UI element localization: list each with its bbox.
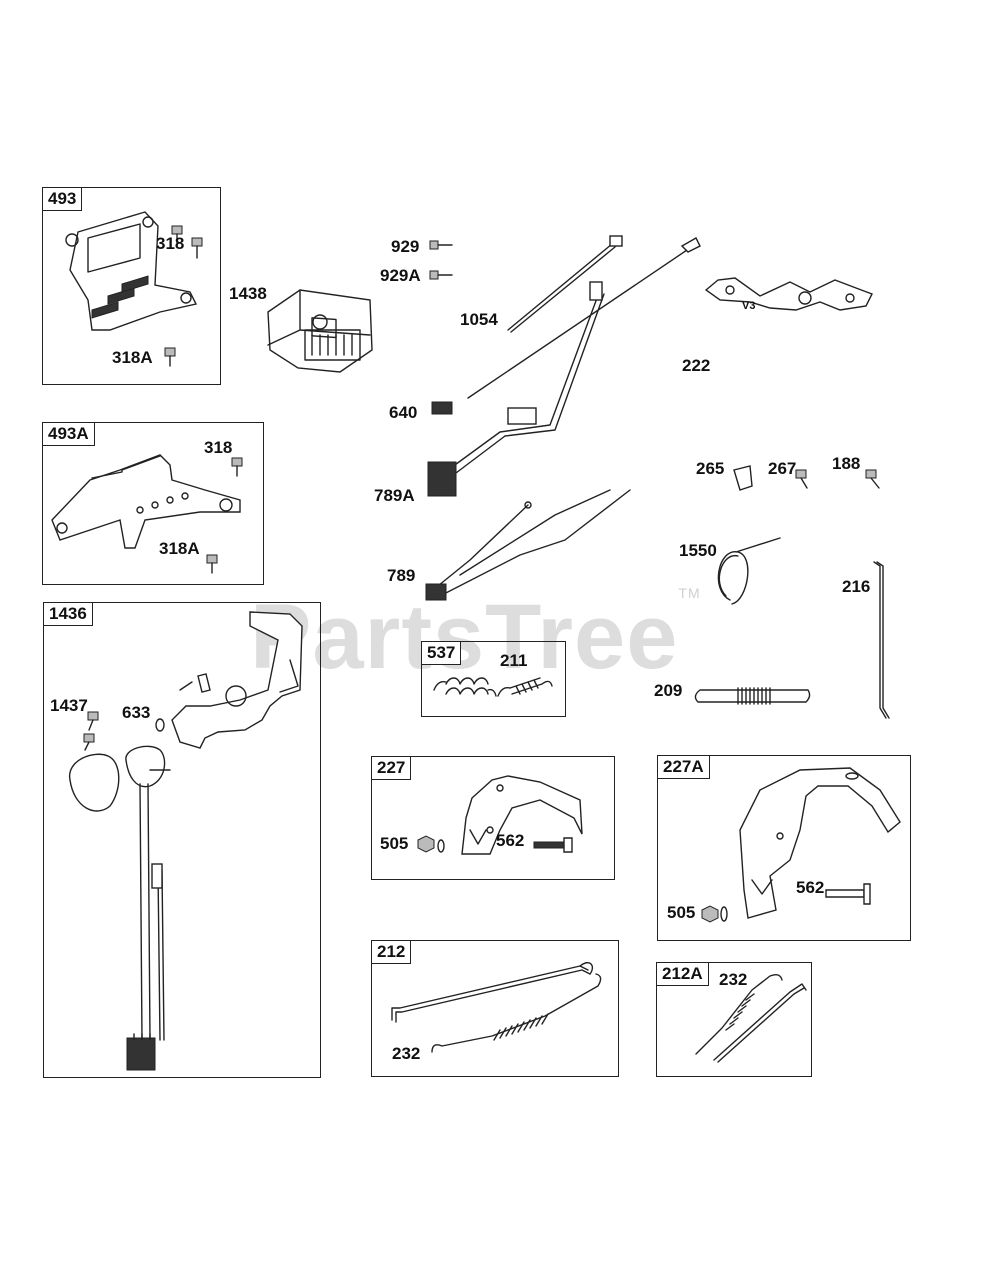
rod-216 (873, 561, 890, 719)
box-212: 212 (371, 940, 619, 1077)
box-tag: 493A (43, 423, 95, 446)
label-1438: 1438 (229, 284, 267, 303)
label-318: 318 (204, 438, 233, 457)
rod-212 (391, 962, 594, 1023)
bracket-493a (51, 454, 241, 549)
label-267: 267 (768, 459, 797, 478)
box-tag: 1436 (44, 603, 93, 626)
assembly-1436 (69, 611, 303, 1071)
box-1436: 1436 (43, 602, 321, 1078)
screw-929a (429, 270, 453, 280)
rod-212a (713, 983, 807, 1063)
screw-318-a (171, 225, 203, 259)
screw-929 (429, 240, 453, 250)
label-232: 232 (719, 970, 748, 989)
cable-tie-1054 (507, 235, 623, 333)
module-1438 (267, 289, 373, 373)
label-1550: 1550 (679, 541, 717, 560)
bracket-227 (461, 775, 583, 855)
screw-318-b (231, 457, 243, 477)
label-640: 640 (389, 403, 418, 422)
box-537: 537 (421, 641, 566, 717)
label-222: 222 (682, 356, 711, 375)
label-v3: V3 (742, 300, 756, 312)
label-318a: 318A (112, 348, 153, 367)
label-929a: 929A (380, 266, 421, 285)
box-227: 227 (371, 756, 615, 880)
label-232: 232 (392, 1044, 421, 1063)
label-562: 562 (496, 831, 525, 850)
bolt-562-a (533, 837, 573, 853)
box-493a: 493A (42, 422, 264, 585)
nut-505-b (701, 905, 728, 923)
screw-318a-b (206, 554, 218, 574)
watermark: PartsTreeTM (250, 585, 701, 688)
label-1437: 1437 (50, 696, 88, 715)
bracket-493 (65, 211, 198, 331)
bracket-222 (704, 277, 873, 311)
harness-789 (425, 489, 631, 601)
spring-1550 (717, 537, 781, 605)
box-tag: 212 (372, 941, 412, 964)
label-211: 211 (500, 651, 528, 670)
label-318a: 318A (159, 539, 200, 558)
label-1054: 1054 (460, 310, 498, 329)
harness-789a (427, 281, 605, 497)
spring-232-a (431, 973, 602, 1053)
label-216: 216 (842, 577, 871, 596)
screw-267 (795, 469, 808, 489)
bolt-562-b (825, 883, 871, 905)
bracket-227a (739, 767, 901, 919)
box-tag: 537 (422, 642, 462, 665)
label-789a: 789A (374, 486, 415, 505)
label-929: 929 (391, 237, 420, 256)
spring-232-b (695, 973, 783, 1055)
label-505: 505 (380, 834, 409, 853)
box-227a: 227A (657, 755, 911, 941)
wire-640 (431, 237, 701, 415)
label-265: 265 (696, 459, 725, 478)
label-209: 209 (654, 681, 683, 700)
label-188: 188 (832, 454, 861, 473)
box-493: 493 (42, 187, 221, 385)
box-212a: 212A (656, 962, 812, 1077)
spring-211 (497, 677, 553, 697)
box-tag: 227A (658, 756, 710, 779)
screw-188 (865, 469, 880, 489)
nut-505-a (417, 835, 445, 853)
box-tag: 493 (43, 188, 83, 211)
box-tag: 212A (657, 963, 709, 986)
label-318: 318 (156, 234, 185, 253)
spring-537 (433, 677, 497, 697)
label-789: 789 (387, 566, 416, 585)
box-tag: 227 (372, 757, 412, 780)
screw-318a-a (164, 347, 176, 367)
label-562: 562 (796, 878, 825, 897)
spring-209 (694, 687, 811, 705)
screw-1437 (83, 711, 99, 751)
clip-265 (733, 465, 753, 491)
label-505: 505 (667, 903, 696, 922)
label-633: 633 (122, 703, 151, 722)
